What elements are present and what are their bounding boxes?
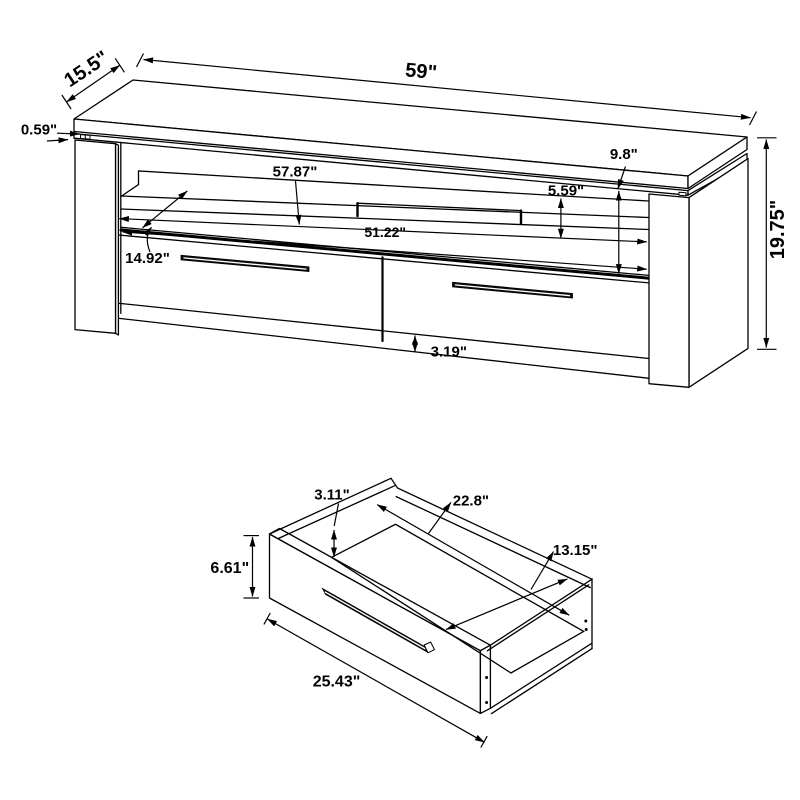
dim-3-11-leader [333, 503, 340, 527]
tv-stand-right-leg [648, 157, 749, 388]
dim-13-15-label: 13.15" [553, 542, 598, 559]
drawer-bottom-board-edge [490, 647, 593, 715]
tv-stand-drawers [115, 234, 650, 379]
dim-width-59: 59" [135, 53, 758, 126]
dim-top-thickness-0-59: 0.59" [21, 121, 80, 144]
interior-back-top-edge [120, 170, 650, 202]
dim-25-43-label: 25.43" [313, 674, 361, 691]
dim-59-tick-right [748, 111, 758, 126]
left-drawer-handle [180, 254, 310, 272]
dim-5-59-label: 5.59" [548, 182, 584, 199]
dim-3-19-label: 3.19" [431, 343, 467, 360]
dim-height-19-75: 19.75" [757, 137, 789, 350]
right-leg-front-face [648, 193, 690, 388]
tv-stand-left-leg [74, 139, 120, 336]
dim-0-59-label: 0.59" [21, 121, 57, 138]
drawer-band-bottom-edge [115, 302, 650, 360]
top-panel-side-face [687, 136, 748, 190]
dim-51-22-label: 51.22" [364, 224, 406, 240]
pad-right [678, 191, 687, 197]
front-edge-screw-hole-1 [485, 676, 489, 679]
dim-shelf-back-height-5-59: 5.59" [548, 182, 584, 239]
right-leg-side-face [688, 157, 749, 388]
dim-15-5-tick-lower [61, 94, 72, 110]
front-edge-screw-hole-2 [485, 701, 489, 704]
dim-19-75-label: 19.75" [767, 200, 789, 260]
dim-25-43-tick-upper [263, 612, 271, 625]
dim-6-61-label: 6.61" [210, 560, 249, 577]
drawer-right-wall-inner-edge [486, 584, 590, 652]
left-leg-front-face [74, 139, 117, 334]
drawer-figure: 3.11" 22.8" 13.15" 6.61" 25.43" [210, 477, 598, 748]
dim-interior-width-22-8: 22.8" [376, 492, 570, 616]
dim-22-8-label: 22.8" [453, 492, 489, 509]
tv-stand-figure: 59" 15.5" 19.75" 0.59" 57.87" 9.8" [21, 47, 789, 388]
dim-shelf-depth-14-92: 14.92" [125, 190, 188, 267]
tv-stand-trim-strip [73, 132, 748, 196]
dim-25-43-tick-lower [480, 735, 488, 748]
side-screw-hole-1 [584, 619, 588, 623]
dim-14-92-label: 14.92" [125, 250, 170, 267]
rail-recess-top [356, 202, 522, 212]
dim-9-8-label: 9.8" [610, 146, 638, 163]
dim-front-height-6-61: 6.61" [210, 534, 259, 599]
base-floor-line [115, 317, 650, 379]
dim-59-label: 59" [404, 59, 438, 84]
dim-base-clearance-3-19: 3.19" [412, 335, 467, 360]
dim-15-5-tick-upper [114, 57, 125, 73]
dim-front-width-25-43: 25.43" [263, 612, 488, 748]
right-drawer-handle [452, 281, 573, 299]
dim-59-tick-left [135, 53, 145, 68]
dim-interior-width-51-22: 51.22" [122, 224, 648, 272]
dim-15-5-label: 15.5" [60, 47, 113, 92]
side-screw-hole-2 [584, 628, 588, 631]
dim-back-height-3-11: 3.11" [314, 486, 350, 558]
dim-57-87-label: 57.87" [273, 163, 318, 180]
tv-stand-top-panel [73, 79, 748, 190]
tv-stand-pads [80, 134, 687, 197]
dim-3-11-label: 3.11" [314, 486, 349, 503]
